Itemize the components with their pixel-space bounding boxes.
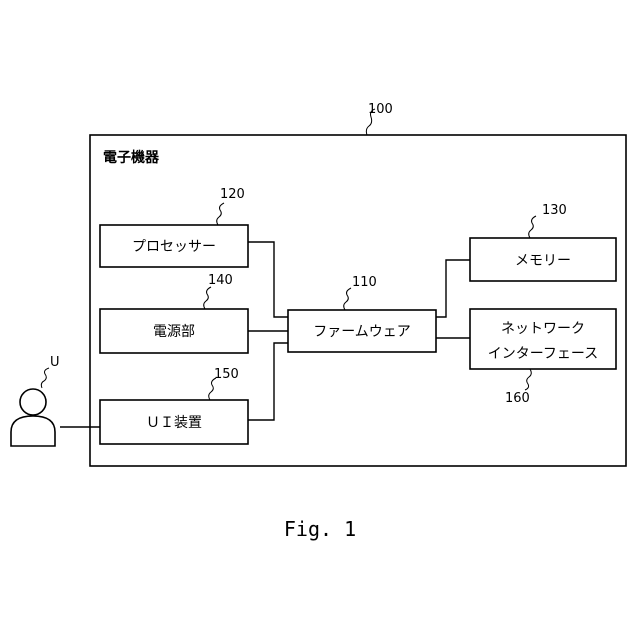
ui-device-ref: 150: [214, 367, 239, 382]
memory-ref: 130: [542, 203, 567, 218]
user-icon: [11, 389, 55, 446]
firmware-label: ファームウェア: [313, 324, 411, 340]
network-interface-ref: 160: [505, 391, 530, 406]
figure-caption: Fig. 1: [284, 517, 356, 541]
memory-label: メモリー: [515, 253, 571, 269]
processor-ref: 120: [220, 187, 245, 202]
system-label: 電子機器: [103, 149, 160, 166]
power-unit-label: 電源部: [153, 324, 195, 340]
ui-device-label: ＵＩ装置: [146, 415, 202, 431]
system-ref: 100: [368, 102, 393, 117]
firmware-ref: 110: [352, 275, 377, 290]
network-interface-label-line2: インターフェース: [488, 346, 598, 362]
user-ref-leader: [41, 368, 49, 388]
power-unit-ref: 140: [208, 273, 233, 288]
network-interface-label-line1: ネットワーク: [501, 321, 585, 337]
user-ref: U: [50, 355, 60, 370]
processor-label: プロセッサー: [132, 239, 216, 255]
